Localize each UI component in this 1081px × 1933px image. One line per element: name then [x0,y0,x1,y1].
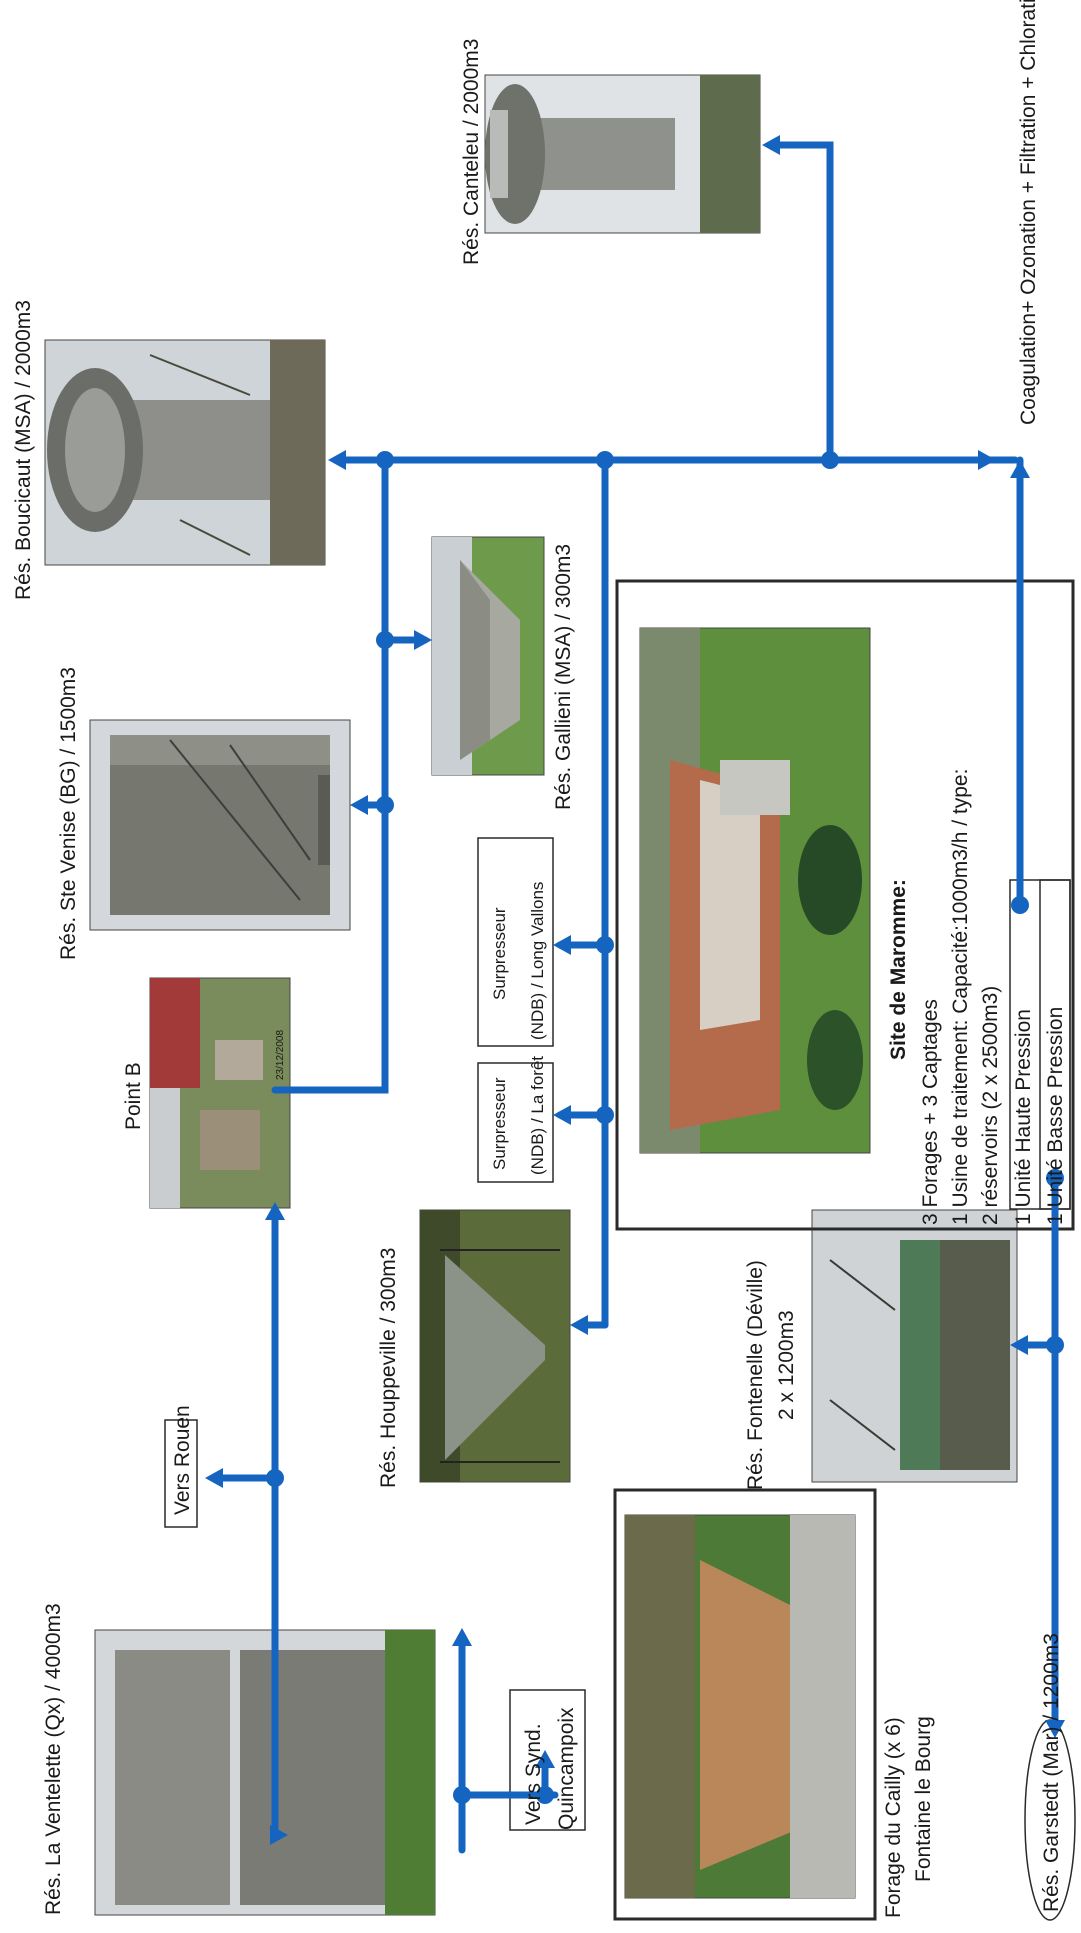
forage-box [613,1488,877,1921]
arrow-ventelette-up [452,1628,472,1646]
junction-vers-rouen [266,1469,284,1487]
arrow-fontenelle [1010,1335,1028,1355]
label-gallieni: Rés. Gallieni (MSA) / 300m3 [552,544,575,810]
label-fontenelle-line1: Rés. Fontenelle (Déville) [744,1260,767,1490]
junction-fontenelle [1046,1336,1064,1354]
label-garstedt: Rés. Garstedt (Mar) / 1200m3 [1040,1633,1063,1912]
label-vers-rouen: Vers Rouen [171,1405,194,1515]
arrow-main-right [978,450,996,470]
label-vers-synd-line2: Quincampoix [555,1707,578,1830]
label-unite-basse: 1 Unité Basse Pression [1044,1007,1067,1225]
junction-surpresseur-2 [596,936,614,954]
junction-gallieni [376,631,394,649]
photo-forage [624,1514,856,1899]
label-unite-haute: 1 Unité Haute Pression [1012,1009,1035,1225]
label-site-line2: 1 Usine de traitement: Capacité:1000m3/h… [949,769,972,1225]
arrow-vers-synd [535,1750,555,1768]
label-forage-line2: Fontaine le Bourg [912,1716,935,1882]
photo-maromme [639,627,871,1154]
photo-date: 23/12/2008 [275,1030,286,1080]
label-surpresseur-2-line2: (NDB) / Long Vallons [528,882,547,1040]
arrow-houppeville [570,1315,588,1335]
junction-boucicaut [376,451,394,469]
label-forage-line1: Forage du Cailly (x 6) [882,1717,905,1918]
arrow-gallieni [414,630,432,650]
photo-ventelette [94,1629,436,1916]
junction-vers-synd [536,1786,554,1804]
label-treatment: Coagulation+ Ozonation + Filtration + Ch… [1017,0,1040,425]
photo-boucicaut [44,339,326,566]
surpresseur-1-box [477,1062,554,1183]
label-ventelette: Rés. La Ventelette (Qx) / 4000m3 [42,1603,65,1915]
vers-synd-box [509,1689,586,1831]
label-surpresseur-2-line1: Surpresseur [490,907,509,1000]
label-site-line3: 2 réservoirs (2 x 2500m3) [979,986,1002,1225]
junction-ste-venise [376,796,394,814]
arrow-ste-venise [350,795,368,815]
photo-fontenelle [811,1209,1018,1483]
label-point-b: Point B [122,1062,145,1130]
label-site-line1: 3 Forages + 3 Captages [919,999,942,1225]
arrow-point-b [265,1202,285,1220]
junction-surpresseur-1 [596,1106,614,1124]
photo-canteleu [484,74,761,234]
arrow-canteleu [762,135,780,155]
junction-basse-pression [1046,1169,1064,1187]
vers-rouen-box [164,1419,198,1528]
pipe-pointb-line [271,456,389,1094]
junction-canteleu [821,451,839,469]
label-surpresseur-1-line1: Surpresseur [490,1077,509,1170]
photo-ste-venise [89,719,351,931]
label-vers-synd-line1: Vers Synd. [522,1723,545,1825]
label-site-title: Site de Maromme: [887,879,910,1060]
label-ste-venise: Rés. Ste Venise (BG) / 1500m3 [57,667,80,960]
arrow-vers-rouen [205,1468,223,1488]
arrow-haute-into-main [1010,460,1030,478]
arrow-surpresseur-1 [553,1105,571,1125]
arrow-ventelette-turn [270,1825,288,1845]
arrow-garstedt [1045,1720,1065,1738]
maromme-site-box [615,579,1075,1231]
label-surpresseur-1-line2: (NDB) / La forêt [528,1056,547,1175]
photo-houppeville [419,1209,571,1483]
surpresseur-2-box [477,837,554,1047]
label-canteleu: Rés. Canteleu / 2000m3 [460,39,483,265]
arrow-boucicaut [328,450,346,470]
label-boucicaut: Rés. Boucicaut (MSA) / 2000m3 [12,300,35,600]
arrow-surpresseur-2 [553,935,571,955]
label-houppeville: Rés. Houppeville / 300m3 [377,1248,400,1488]
photo-gallieni [431,536,545,776]
junction-main-split [596,451,614,469]
pipe-canteleu [771,141,834,464]
junction-haute-pression [1011,896,1029,914]
label-fontenelle-line2: 2 x 1200m3 [775,1310,798,1420]
photo-point-b: 23/12/2008 [149,977,291,1209]
junction-ventelette [453,1786,471,1804]
